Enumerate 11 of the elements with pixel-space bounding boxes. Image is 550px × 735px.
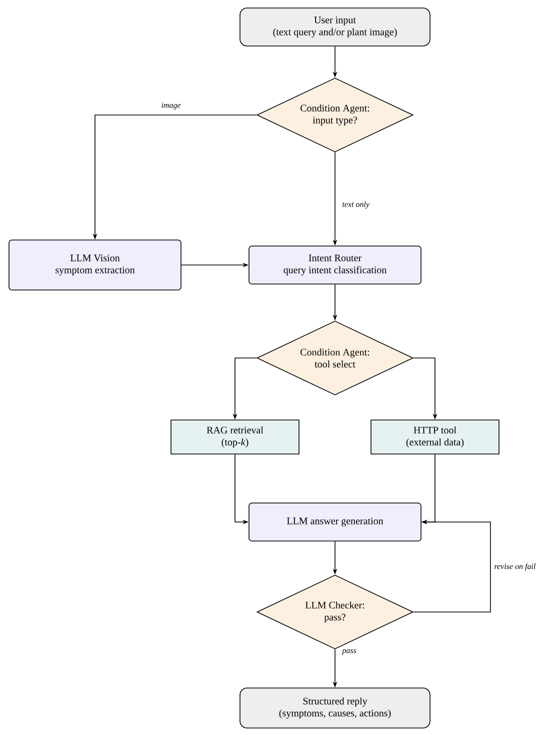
terminal-box: Structured reply (symptoms, causes, actions) [240,688,430,728]
terminal-box: User input (text query and/or plant image) [240,8,430,46]
edge-label: image [160,102,182,110]
process-box: LLM Vision symptom extraction [8,240,182,290]
process-box: Intent Router query intent classification [248,246,422,284]
edge-label: revise on fail [493,562,537,572]
process-box: LLM answer generation [248,502,422,542]
edge-label: pass [341,648,358,656]
tool-box: HTTP tool (external data) [370,420,500,454]
tool-box: RAG retrieval (top-k) [170,420,300,454]
edge-label: text only [341,200,371,210]
